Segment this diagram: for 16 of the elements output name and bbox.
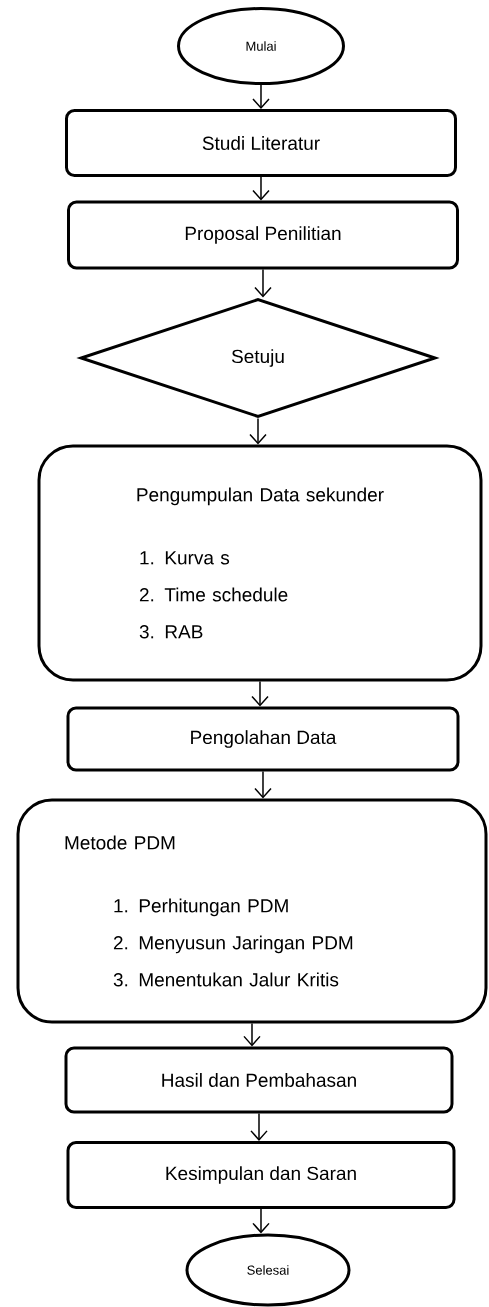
process-box: Pengumpulan Data sekunder 1. Kurva s 2. Time schedule 3. RAB <box>37 444 483 682</box>
arrow <box>243 1022 261 1047</box>
arrow <box>254 268 272 298</box>
arrow <box>251 680 269 707</box>
arrow <box>252 176 270 201</box>
process-box: Kesimpulan dan Saran <box>66 1141 456 1209</box>
arrow <box>252 84 270 109</box>
process-box: Proposal Penilitian <box>67 200 459 270</box>
arrow <box>250 1112 268 1141</box>
arrow <box>254 770 272 799</box>
process-box: Pengolahan Data <box>66 706 460 772</box>
arrow <box>252 1208 270 1234</box>
process-box: Studi Literatur <box>65 109 457 177</box>
arrow <box>249 417 267 445</box>
process-box: Hasil dan Pembahasan <box>64 1046 454 1114</box>
process-box: Metode PDM 1. Perhitungan PDM 2. Menyusun Jaringan PDM 3. Menentukan Jalur Kritis <box>16 798 488 1024</box>
